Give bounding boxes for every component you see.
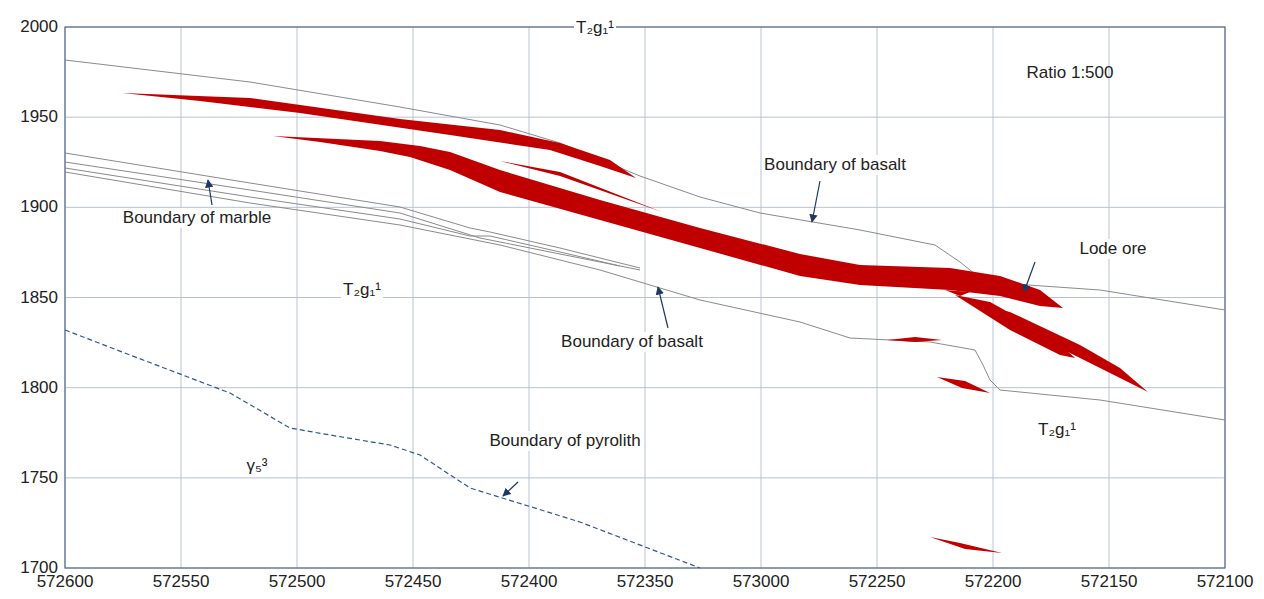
axis-tick: 1750 [20, 468, 58, 488]
axis-tick: 1900 [20, 197, 58, 217]
axis-tick: 573000 [733, 572, 790, 592]
axis-tick: 572500 [269, 572, 326, 592]
leader-arrow [658, 287, 668, 328]
axis-tick: 1950 [20, 107, 58, 127]
pyrolith-boundary [65, 330, 700, 568]
rock-label: γ₅³ [244, 456, 269, 476]
axis-tick: 1800 [20, 378, 58, 398]
axis-tick: 572550 [153, 572, 210, 592]
scale-note: Ratio 1:500 [1027, 63, 1114, 83]
leader-arrow [503, 482, 518, 496]
grid [65, 27, 1225, 568]
axis-tick: 572250 [849, 572, 906, 592]
marble-boundary [65, 153, 640, 268]
stratum-label: T₂g₁¹ [1036, 420, 1078, 440]
basalt-boundary [65, 172, 1225, 420]
axis-tick: 572100 [1197, 572, 1254, 592]
axis-tick: 2000 [20, 17, 58, 37]
ore-label: Lode ore [1077, 239, 1148, 259]
leader-arrow [208, 180, 212, 205]
axis-tick: 572450 [385, 572, 442, 592]
leader-arrow [812, 181, 820, 222]
plot-frame [65, 27, 1225, 568]
marble-boundary [65, 162, 640, 270]
leader-arrow [1024, 262, 1035, 292]
axis-tick: 1850 [20, 288, 58, 308]
axis-tick: 572350 [617, 572, 674, 592]
grid-line [65, 297, 1225, 298]
grid-line [65, 387, 1225, 388]
grid-line [65, 117, 1225, 118]
basalt-boundary [65, 60, 1225, 310]
boundary-label: Boundary of basalt [559, 332, 705, 352]
lode-ore [122, 93, 1148, 553]
axis-tick: 572400 [501, 572, 558, 592]
axis-tick: 572200 [965, 572, 1022, 592]
axis-tick: 572150 [1081, 572, 1138, 592]
boundary-label: Boundary of basalt [762, 155, 908, 175]
grid-line [65, 477, 1225, 478]
stratum-label: T₂g₁¹ [574, 18, 616, 38]
stratum-label: T₂g₁¹ [341, 280, 383, 300]
axis-tick: 572600 [37, 572, 94, 592]
boundary-label: Boundary of marble [121, 208, 273, 228]
boundary-label: Boundary of pyrolith [487, 431, 642, 451]
